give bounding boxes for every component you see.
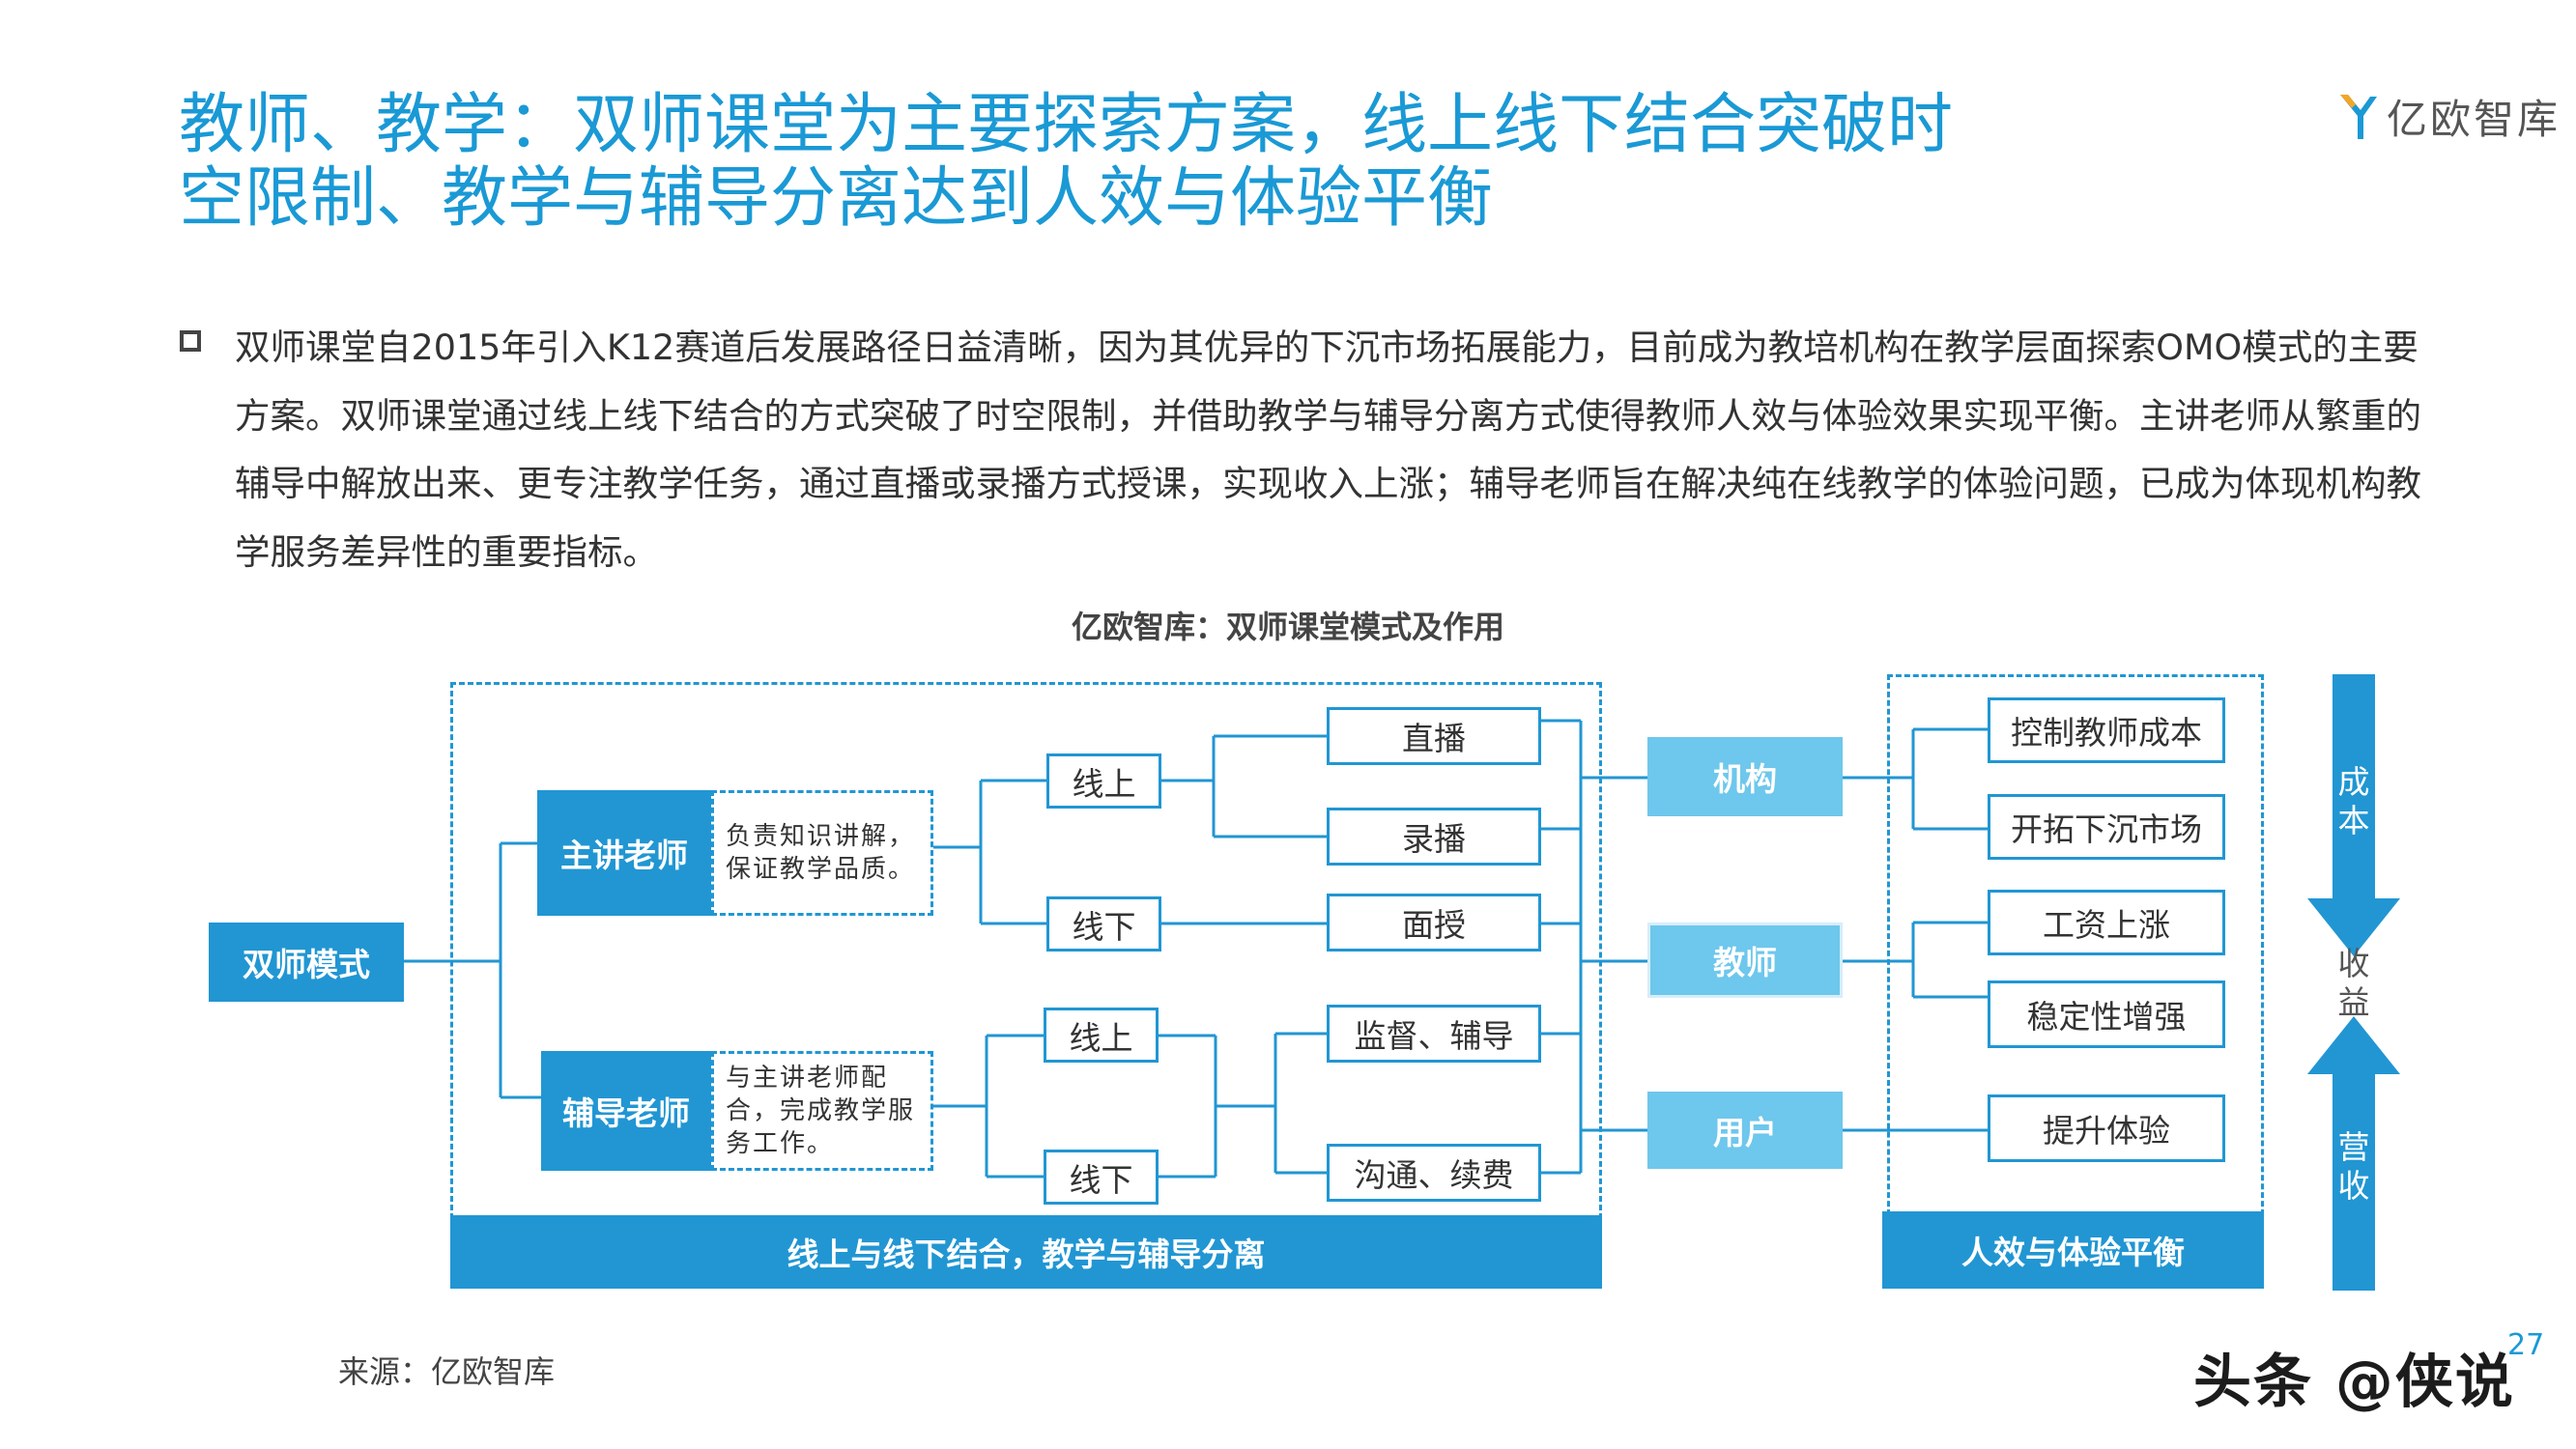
tutor-node: 辅导老师 <box>541 1051 711 1171</box>
body-paragraph: 双师课堂自2015年引入K12赛道后发展路径日益清晰，因为其优异的下沉市场拓展能… <box>235 327 2421 573</box>
expand-market-node: 开拓下沉市场 <box>1988 794 2225 860</box>
left-summary-band: 线上与线下结合，教学与辅导分离 <box>450 1215 1602 1289</box>
arrow-up-shape <box>2307 1016 2400 1291</box>
tutor-online-node: 线上 <box>1044 1008 1159 1063</box>
control-cost-node: 控制教师成本 <box>1988 697 2225 763</box>
cost-label: 成本 <box>2337 763 2370 839</box>
logo-icon <box>2340 95 2377 139</box>
watermark: 头条 @侠说 <box>2193 1349 2515 1416</box>
face-to-face-node: 面授 <box>1327 894 1541 952</box>
main-online-node: 线上 <box>1046 753 1161 809</box>
main-offline-node: 线下 <box>1046 896 1161 952</box>
improve-experience-node: 提升体验 <box>1988 1094 2225 1162</box>
source-note: 来源：亿欧智库 <box>338 1353 556 1390</box>
tutor-offline-node: 线下 <box>1044 1150 1159 1205</box>
main-teacher-desc: 负责知识讲解，保证教学品质。 <box>711 790 933 916</box>
page-title: 教师、教学：双师课堂为主要探索方案，线上线下结合突破时 空限制、教学与辅导分离达… <box>179 89 2353 236</box>
logo-text: 亿欧智库 <box>2387 95 2562 143</box>
diagram-title: 亿欧智库：双师课堂模式及作用 <box>1071 609 1504 645</box>
live-node: 直播 <box>1327 707 1541 765</box>
salary-up-node: 工资上涨 <box>1988 890 2225 955</box>
arrow-down-shape <box>2307 674 2400 956</box>
bullet-square-icon <box>180 330 201 352</box>
teacher-node: 教师 <box>1647 923 1843 998</box>
recorded-node: 录播 <box>1327 808 1541 866</box>
logo: 亿欧智库 <box>2338 87 2561 145</box>
communicate-node: 沟通、续费 <box>1327 1144 1541 1202</box>
root-node: 双师模式 <box>209 923 404 1002</box>
user-node: 用户 <box>1647 1092 1843 1169</box>
profit-label: 收益 <box>2337 945 2370 1021</box>
title-line-1: 教师、教学：双师课堂为主要探索方案，线上线下结合突破时 <box>179 87 1954 163</box>
supervise-node: 监督、辅导 <box>1327 1005 1541 1063</box>
revenue-label: 营收 <box>2337 1128 2370 1205</box>
institution-node: 机构 <box>1647 737 1843 816</box>
stability-node: 稳定性增强 <box>1988 980 2225 1048</box>
title-line-2: 空限制、教学与辅导分离达到人效与体验平衡 <box>179 160 1494 237</box>
main-teacher-node: 主讲老师 <box>537 790 711 916</box>
page-number: 27 <box>2507 1328 2545 1362</box>
right-summary-band: 人效与体验平衡 <box>1882 1211 2264 1289</box>
tutor-desc: 与主讲老师配合，完成教学服务工作。 <box>711 1051 933 1171</box>
